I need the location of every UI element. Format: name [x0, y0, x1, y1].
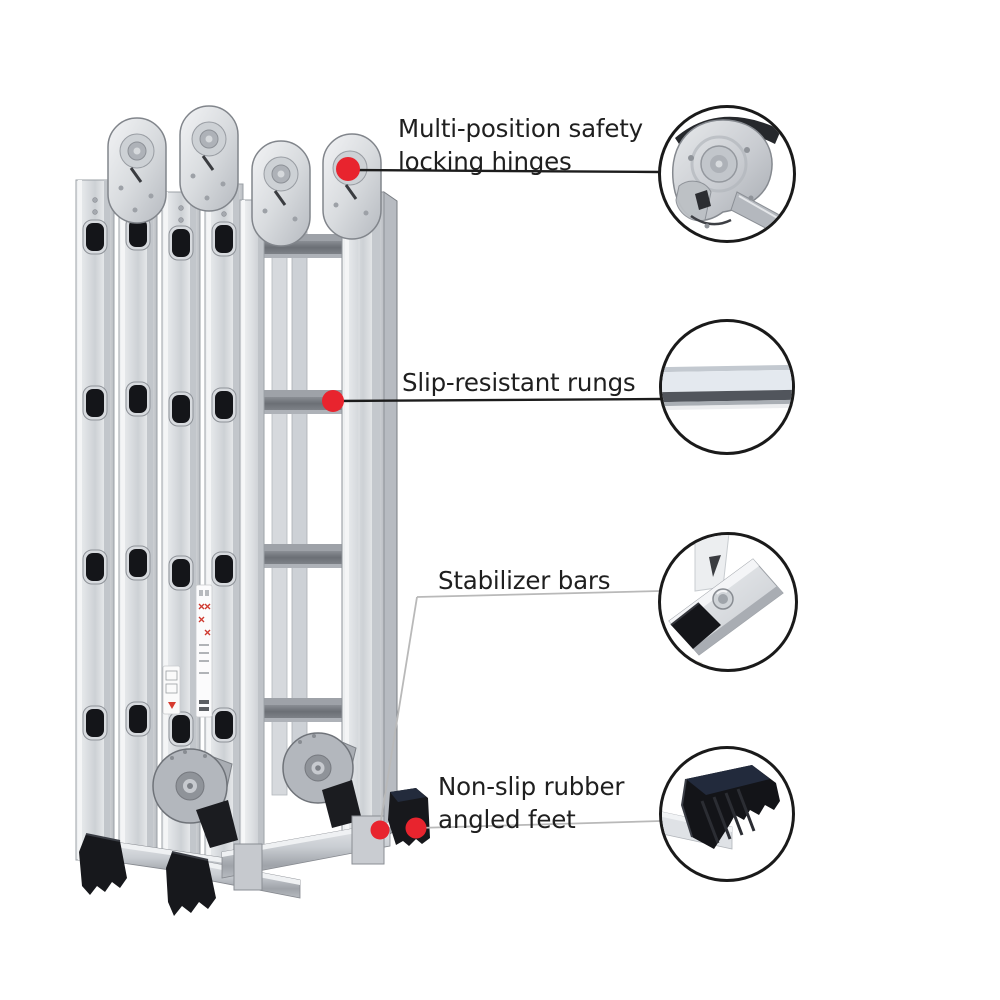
label-locking-hinges: Multi-position safety locking hinges: [398, 112, 643, 178]
leader-line-rungs: [335, 397, 662, 403]
warning-stickers: [162, 584, 213, 718]
front-rails: [239, 191, 398, 859]
hinge-head: [179, 105, 239, 212]
rung-sockets: [82, 215, 237, 747]
label-line: Stabilizer bars: [438, 566, 611, 595]
rubber-foot: [166, 852, 216, 916]
label-line: angled feet: [438, 805, 576, 834]
callout-dot-rungs: [322, 390, 344, 412]
inner-rails: [271, 213, 308, 796]
hinge-head: [251, 140, 311, 247]
label-rungs: Slip-resistant rungs: [402, 366, 636, 399]
label-line: locking hinges: [398, 147, 572, 176]
label-line: Multi-position safety: [398, 114, 643, 143]
lower-hinge: [152, 748, 238, 848]
hinge-heads: [107, 105, 382, 247]
inset-stabilizer: [658, 532, 798, 672]
foot-closeup: [662, 765, 780, 850]
callout-dot-feet: [405, 817, 427, 839]
leader-line-stabilizer-v: [379, 596, 418, 827]
rung-closeup: [662, 364, 792, 411]
inset-rung: [659, 319, 795, 455]
inset-hinge: [658, 105, 796, 243]
warning-sticker-small: [162, 665, 181, 715]
label-feet: Non-slip rubber angled feet: [438, 770, 624, 836]
leader-line-stabilizer-h: [416, 590, 661, 598]
label-line: Non-slip rubber: [438, 772, 625, 801]
stabilizer-closeup: [661, 535, 784, 669]
callout-dot-hinges: [336, 157, 360, 181]
hinge-closeup: [672, 116, 786, 235]
inset-foot: [659, 746, 795, 882]
leader-line-hinges: [347, 168, 661, 174]
rubber-foot: [79, 834, 127, 895]
label-stabilizer-bars: Stabilizer bars: [438, 564, 611, 597]
hinge-head: [107, 117, 167, 224]
callout-dot-stabilizer: [370, 820, 390, 840]
warning-sticker-tall: [195, 584, 213, 718]
leader-line-feet: [416, 820, 662, 829]
label-line: Slip-resistant rungs: [402, 368, 636, 397]
